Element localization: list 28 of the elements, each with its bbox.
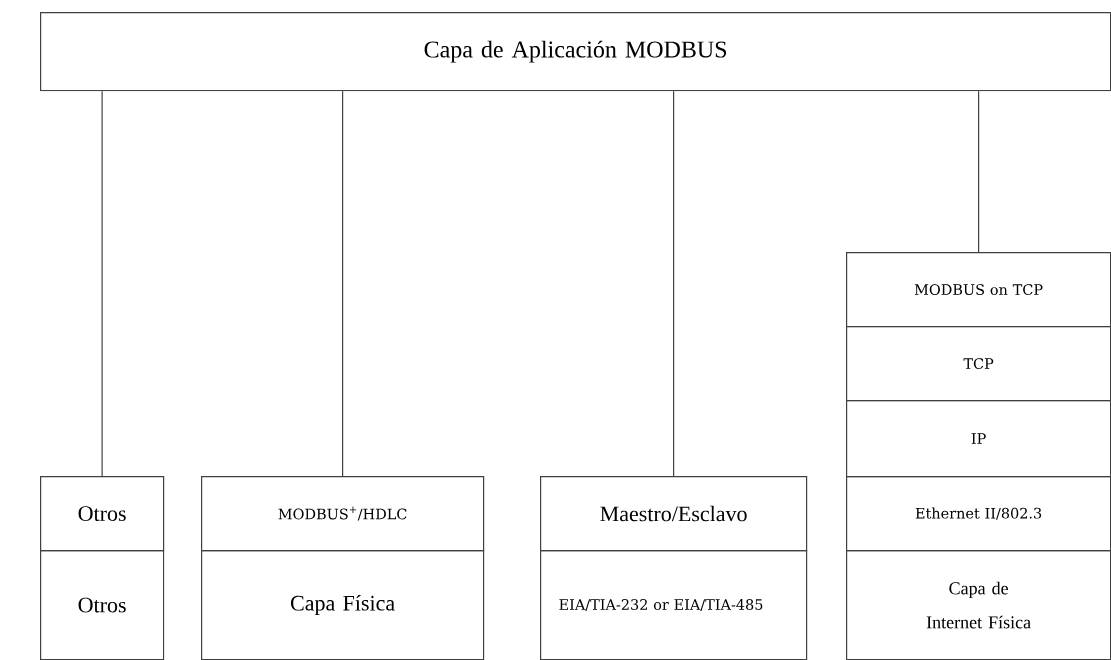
header-box [40,12,1111,92]
connector-line [101,90,103,477]
connector-line [342,90,344,477]
layer-box [40,550,165,660]
connector-line [673,90,675,477]
layer-box [846,252,1111,328]
layer-label: IP [971,433,986,444]
layer-label: TCP [963,358,994,370]
layer-box [846,476,1111,552]
layer-label: MODBUS$^{+}$/HDLC [278,506,407,521]
layer-label: MODBUS on TCP [914,284,1043,296]
layer-label: Otros [78,506,126,521]
layer-box [846,326,1111,402]
layer-box [540,550,808,660]
layer-label: EIA/TIA-232 or EIA/TIA-485 [559,599,763,612]
layer-box [540,476,808,552]
layer-box [846,400,1111,478]
layer-label: Maestro/Esclavo [600,505,747,522]
layer-box [201,550,485,660]
connector-line [978,90,980,253]
layer-label: Otros [78,597,126,613]
layer-label: Capa de Internet Física [926,581,1031,629]
layer-box [40,476,165,552]
layer-box [201,476,485,552]
layer-label: Capa de Aplicación MODBUS [424,40,727,63]
layer-box [846,550,1111,660]
layer-label: Capa Física [290,595,395,616]
layer-label: Ethernet II/802.3 [915,507,1042,520]
